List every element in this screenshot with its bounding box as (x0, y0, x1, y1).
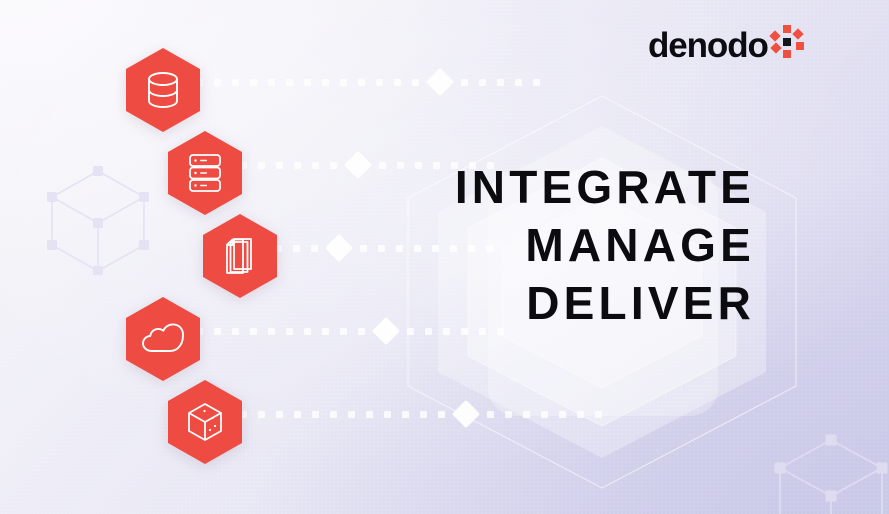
connector-dot (595, 410, 602, 418)
connector-dot (311, 244, 318, 252)
denodo-wordmark: denodo (648, 26, 769, 65)
connector-dot (232, 78, 239, 86)
connector-dot (258, 161, 265, 169)
connector-dot (232, 327, 239, 335)
connector-dot (505, 410, 512, 418)
headline-line-1: INTEGRATE (454, 161, 755, 213)
connector-dot (523, 410, 530, 418)
connector-dot (312, 410, 319, 418)
documents-files-icon (226, 238, 252, 274)
connector-dot (348, 410, 355, 418)
connector-dot (330, 161, 337, 169)
connector-line-cube (240, 399, 613, 429)
connector-dot (384, 410, 391, 418)
cube-3d-icon (188, 403, 222, 441)
connector-dot (438, 410, 445, 418)
node-cube[interactable] (168, 380, 242, 464)
connector-dot (497, 78, 504, 86)
connector-dot (330, 410, 337, 418)
denodo-dot-burst-icon (769, 25, 804, 59)
connector-dot (379, 161, 386, 169)
connector-dot (286, 78, 293, 86)
connector-dot (394, 78, 401, 86)
database-cylinder-icon (148, 72, 178, 108)
connector-diamond-marker (343, 150, 373, 180)
connector-diamond-marker (425, 67, 455, 97)
connector-dot (358, 78, 365, 86)
connector-dot (322, 78, 329, 86)
connector-dot (402, 410, 409, 418)
connector-dot (378, 244, 385, 252)
connector-diamond-marker (324, 233, 354, 263)
connector-dot (479, 78, 486, 86)
connector-dot (250, 78, 257, 86)
connector-dot (250, 327, 257, 335)
connector-dot (358, 327, 365, 335)
connector-line-database (196, 67, 551, 97)
connector-dot (515, 78, 522, 86)
headline-line-2: MANAGE (525, 219, 755, 271)
connector-dot (258, 410, 265, 418)
connector-diamond-marker (371, 316, 401, 346)
wireframe-cube-icon-left (47, 166, 149, 275)
server-rack-icon (189, 154, 221, 192)
connector-diamond-marker (451, 399, 481, 429)
connector-dot (276, 410, 283, 418)
connector-dot (268, 78, 275, 86)
connector-dot (487, 410, 494, 418)
node-cloud[interactable] (126, 297, 200, 381)
connector-dot (294, 161, 301, 169)
node-server[interactable] (168, 131, 242, 215)
connector-dot (268, 327, 275, 335)
connector-dot (286, 327, 293, 335)
denodo-logo[interactable]: denodo (648, 25, 804, 65)
wireframe-cube-icon-right (774, 434, 888, 514)
connector-dot (366, 410, 373, 418)
connector-dot (559, 410, 566, 418)
connector-dot (340, 78, 347, 86)
connector-dot (293, 244, 300, 252)
connector-dot (376, 78, 383, 86)
connector-dot (312, 161, 319, 169)
connector-dot (304, 78, 311, 86)
headline-line-3: DELIVER (526, 277, 755, 329)
connector-dot (533, 78, 540, 86)
connector-dot (420, 410, 427, 418)
connector-dot (276, 161, 283, 169)
connector-dot (322, 327, 329, 335)
connector-dot (412, 78, 419, 86)
node-documents[interactable] (203, 214, 277, 298)
page-title: INTEGRATE MANAGE DELIVER (400, 158, 755, 332)
connector-dot (214, 78, 221, 86)
node-database[interactable] (126, 48, 200, 132)
connector-dot (304, 327, 311, 335)
connector-dot (461, 78, 468, 86)
connector-dot (577, 410, 584, 418)
connector-dot (294, 410, 301, 418)
cloud-icon (142, 323, 184, 352)
connector-dot (360, 244, 367, 252)
connector-dot (541, 410, 548, 418)
connector-dot (340, 327, 347, 335)
connector-dot (214, 327, 221, 335)
